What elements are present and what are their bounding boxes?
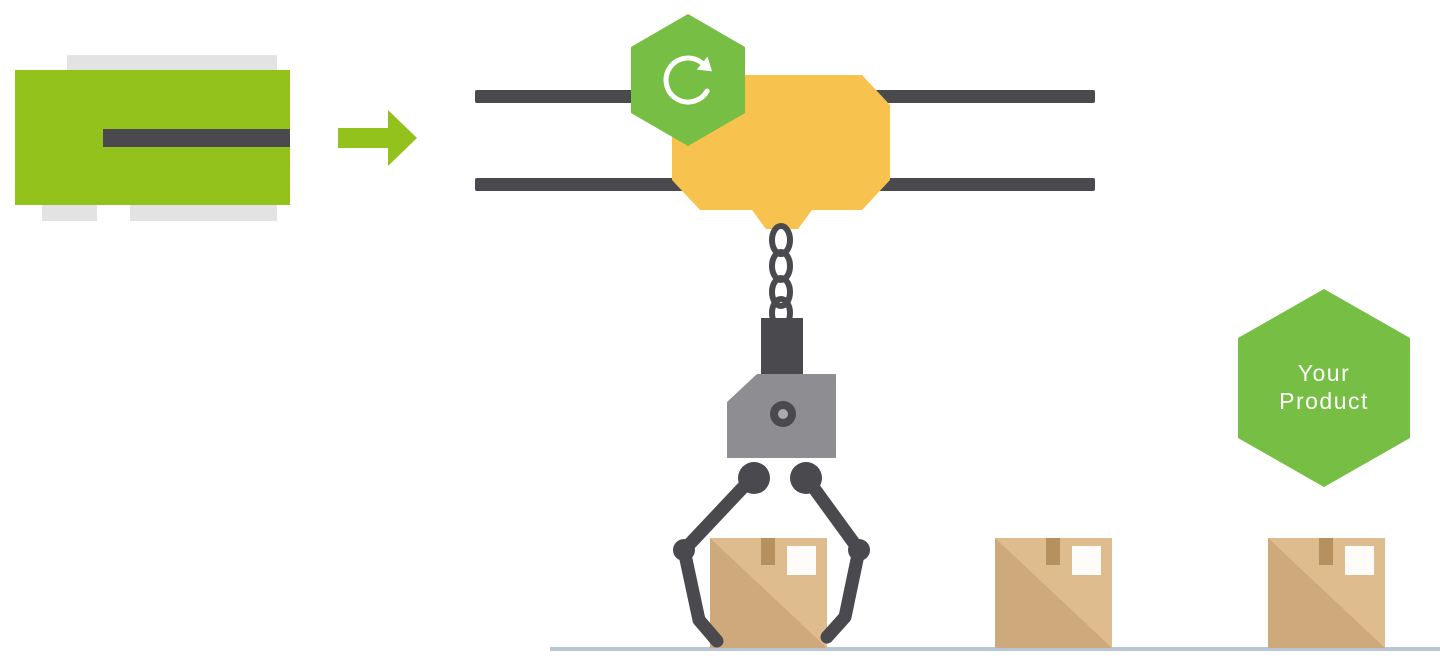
chain (769, 223, 793, 330)
product-hexagon-shape (1238, 289, 1410, 487)
box-shading (710, 538, 827, 648)
refresh-icon-arrowhead (696, 56, 713, 72)
box-tape (1046, 538, 1060, 565)
refresh-icon (663, 55, 713, 105)
arrow-head (388, 110, 417, 166)
robotic-claw (673, 318, 870, 648)
arrow-shaft (338, 128, 388, 148)
claw-arm-left (677, 473, 757, 648)
claw-elbow-right (848, 539, 870, 561)
claw-arm-right (801, 473, 866, 644)
document-stack (15, 55, 290, 221)
product-box-3 (1268, 538, 1385, 648)
claw-mount (761, 318, 803, 374)
sync-hexagon (631, 14, 745, 146)
product-hexagon-label-line1: Your (1298, 360, 1350, 386)
sync-hexagon-shape (631, 14, 745, 146)
claw-elbow-left (673, 539, 695, 561)
box-shading (1268, 538, 1385, 648)
product-box-1 (710, 538, 827, 648)
box-tape (1319, 538, 1333, 565)
box-label (1072, 546, 1101, 575)
document-card-bar (103, 129, 290, 147)
arrow-right-icon (338, 110, 417, 166)
ground-line (550, 647, 1440, 651)
box-label (787, 546, 816, 575)
claw-bolt-center (778, 409, 788, 419)
product-box-2 (995, 538, 1112, 648)
box-shading (995, 538, 1112, 648)
product-hexagon-label-line2: Product (1279, 388, 1369, 414)
box-tape (761, 538, 775, 565)
refresh-icon-arc (663, 55, 710, 105)
box-label (1345, 546, 1374, 575)
machine-hook-mount (752, 210, 812, 229)
chain-link (769, 275, 793, 309)
product-hexagon: Your Product (1238, 289, 1410, 487)
